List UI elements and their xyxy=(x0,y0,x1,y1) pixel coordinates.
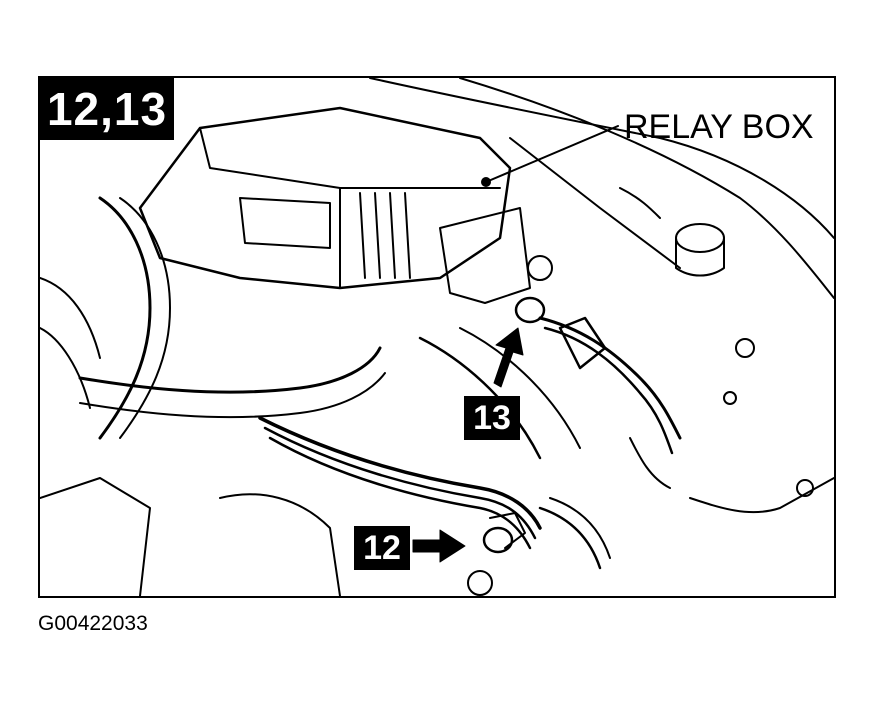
relay-box-panel xyxy=(239,197,331,249)
lower-mid-part xyxy=(219,493,341,596)
strut-tower-line xyxy=(509,137,681,269)
harness-wire-3 xyxy=(268,436,532,550)
arrow-13-icon xyxy=(493,327,524,388)
connector-13-body xyxy=(558,316,607,370)
callout-12-badge: 12 xyxy=(354,526,410,570)
right-harness-2 xyxy=(543,326,674,455)
body-panel-line xyxy=(459,78,834,299)
harness-branch-2 xyxy=(549,497,611,559)
relay-box-leader-dot xyxy=(481,177,491,187)
central-duct xyxy=(418,336,542,460)
callout-13-badge: 13 xyxy=(464,396,520,440)
relay-box-ribs xyxy=(359,192,411,279)
relay-box-leader-line xyxy=(485,125,619,183)
left-pipe xyxy=(40,277,101,359)
reservoir-neck xyxy=(675,237,725,277)
reservoir-cap xyxy=(675,223,725,253)
lower-right-bolt xyxy=(796,479,814,497)
panel-hole-1 xyxy=(735,338,755,358)
step-badge: 12,13 xyxy=(40,78,174,140)
harness-main xyxy=(258,416,542,530)
lower-right-line xyxy=(689,477,834,514)
bracket-bolt xyxy=(527,255,553,281)
relay-box-bracket xyxy=(439,207,531,304)
panel-hole-2 xyxy=(723,391,737,405)
panel-crease xyxy=(619,187,661,219)
connector-12-body xyxy=(489,512,526,549)
front-hose xyxy=(78,346,382,394)
central-duct-2 xyxy=(459,327,581,449)
figure-id: G00422033 xyxy=(38,612,148,635)
engine-bay-illustration xyxy=(40,78,834,596)
right-harness xyxy=(538,316,682,440)
diagram-frame: 12,13 RELAY BOX 13 12 xyxy=(38,76,836,598)
arrow-12-icon xyxy=(412,529,466,563)
hood-edge-line xyxy=(369,78,834,239)
lower-left-part xyxy=(40,477,151,596)
left-hose-outer xyxy=(98,196,152,440)
connector-12 xyxy=(482,526,514,554)
harness-wire-2 xyxy=(263,426,537,540)
relay-box-lid-edge xyxy=(199,127,501,189)
harness-branch xyxy=(538,506,602,570)
right-harness-branch xyxy=(629,437,671,489)
connector-13 xyxy=(514,296,546,324)
relay-box-body xyxy=(138,106,512,290)
lower-bolt xyxy=(467,570,493,596)
relay-box-label: RELAY BOX xyxy=(624,108,814,146)
front-hose-2 xyxy=(79,372,386,419)
left-pipe-2 xyxy=(40,327,91,409)
left-hose-inner xyxy=(119,197,171,439)
